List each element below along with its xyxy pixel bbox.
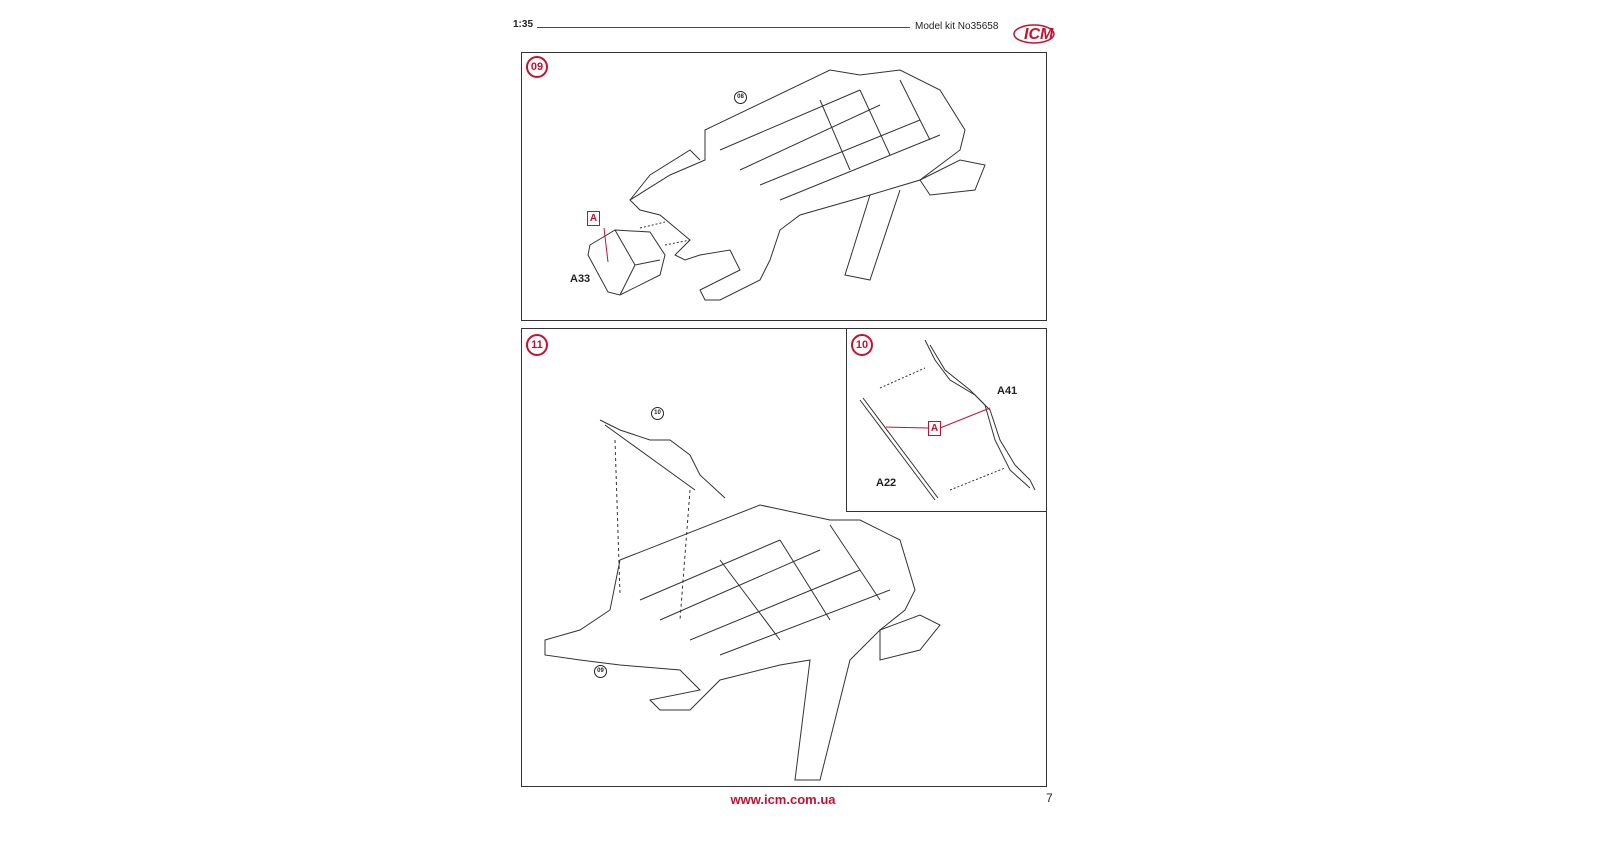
step-09-panel	[521, 52, 1047, 321]
ref-step-08: 08	[734, 91, 747, 104]
part-a33-drawing	[587, 221, 691, 296]
part-label-a33: A33	[570, 273, 591, 285]
page-number: 7	[1046, 791, 1053, 805]
chassis-drawing-11	[544, 504, 941, 781]
color-callout-a: A	[587, 211, 600, 226]
ref-step-10: 10	[651, 407, 664, 420]
part-label-a41: A41	[997, 385, 1018, 397]
scale-label: 1:35	[513, 19, 534, 30]
step-11-panel	[521, 328, 1047, 787]
svg-text:ICM: ICM	[1024, 26, 1054, 43]
website-link[interactable]: www.icm.com.ua	[730, 792, 836, 807]
ref-step-09: 09	[594, 665, 607, 678]
step-number-11: 11	[526, 334, 548, 356]
icm-logo: ICM	[1012, 18, 1064, 50]
kit-number: Model kit No35658	[915, 21, 999, 32]
header-rule	[537, 27, 910, 28]
step-number-10: 10	[851, 334, 873, 356]
chassis-drawing-09	[629, 69, 986, 301]
color-callout-a-10: A	[928, 421, 941, 436]
part-label-a22: A22	[876, 477, 897, 489]
axle-drawing-11	[599, 419, 726, 621]
step-number-09: 09	[526, 56, 548, 78]
axle-drawing-10	[859, 339, 1036, 501]
